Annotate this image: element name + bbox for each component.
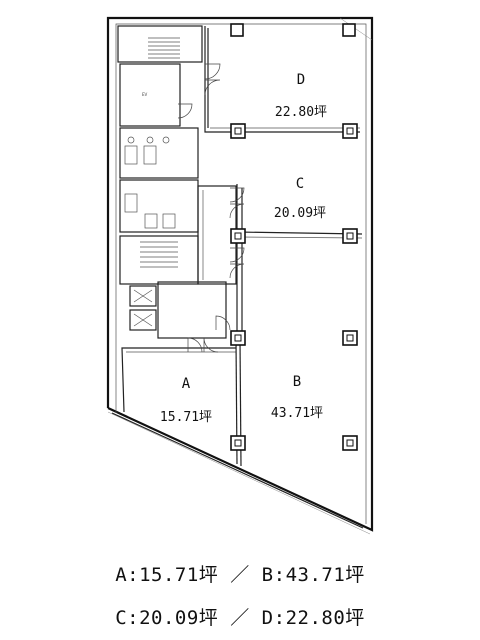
stair-top <box>148 37 180 59</box>
unit-b-area: 43.71坪 <box>271 406 323 421</box>
unit-a: A 15.71坪 <box>160 376 212 425</box>
unit-b-label: B <box>293 374 301 390</box>
unit-c-label: C <box>296 176 304 192</box>
unit-b: B 43.71坪 <box>271 374 323 421</box>
unit-d-label: D <box>297 72 305 88</box>
doors <box>177 63 245 353</box>
unit-d: D 22.80坪 <box>275 72 327 120</box>
unit-a-area: 15.71坪 <box>160 410 212 425</box>
building-outline <box>106 16 374 535</box>
unit-d-area: 22.80坪 <box>275 105 327 120</box>
room-tag: EV <box>142 92 148 97</box>
unit-a-label: A <box>182 376 191 392</box>
area-summary-line-1: A:15.71坪 ／ B:43.71坪 <box>115 564 365 586</box>
core-area: EV <box>117 25 237 339</box>
unit-c-walls <box>236 184 363 340</box>
unit-c-area: 20.09坪 <box>274 206 326 221</box>
stair-mid <box>140 241 178 268</box>
unit-c: C 20.09坪 <box>274 176 326 221</box>
floor-plan: EV <box>106 16 374 535</box>
structural-columns <box>230 23 358 451</box>
unit-a-walls <box>121 339 242 467</box>
area-summary-line-2: C:20.09坪 ／ D:22.80坪 <box>115 607 365 629</box>
